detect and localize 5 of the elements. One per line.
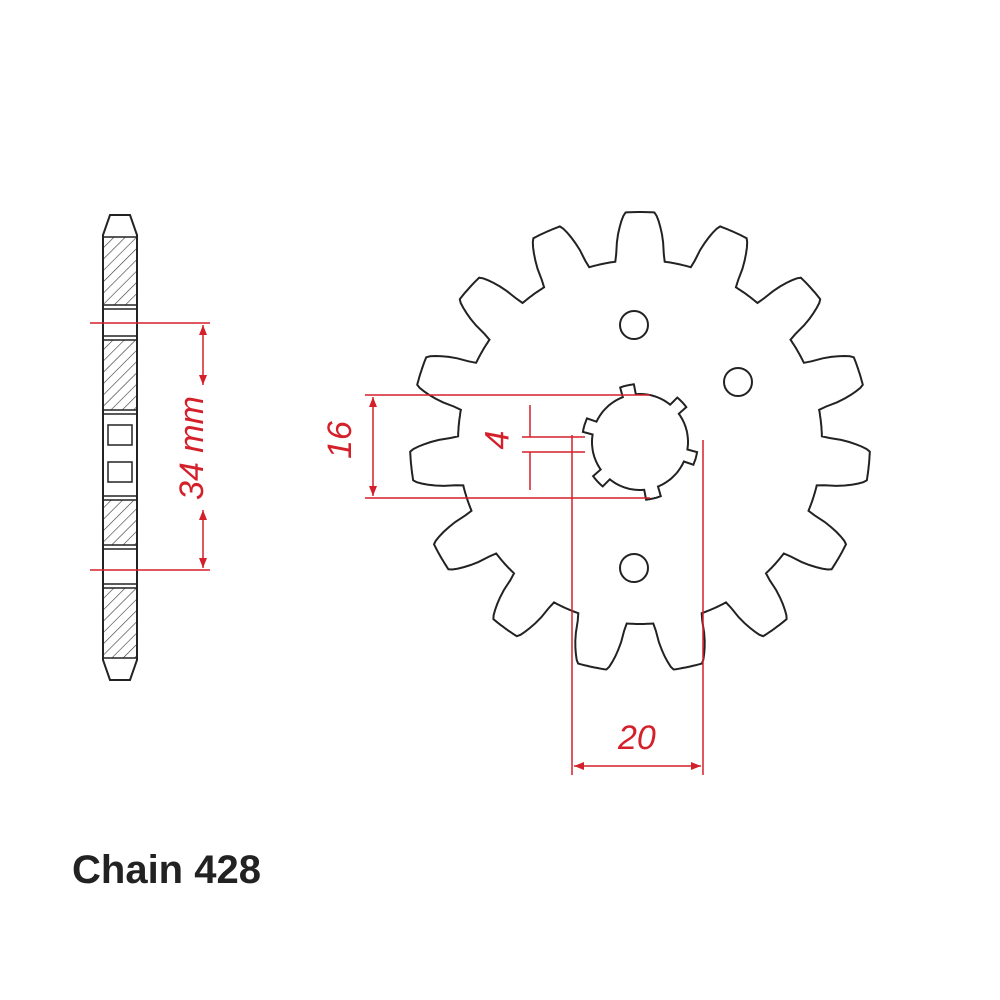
dimension-label: 20: [618, 721, 656, 755]
dimension-label: 4: [480, 430, 514, 450]
dimension-label: 16: [322, 421, 357, 459]
chain-label: Chain 428: [72, 850, 261, 890]
dimension-label: 34 mm: [174, 396, 209, 500]
